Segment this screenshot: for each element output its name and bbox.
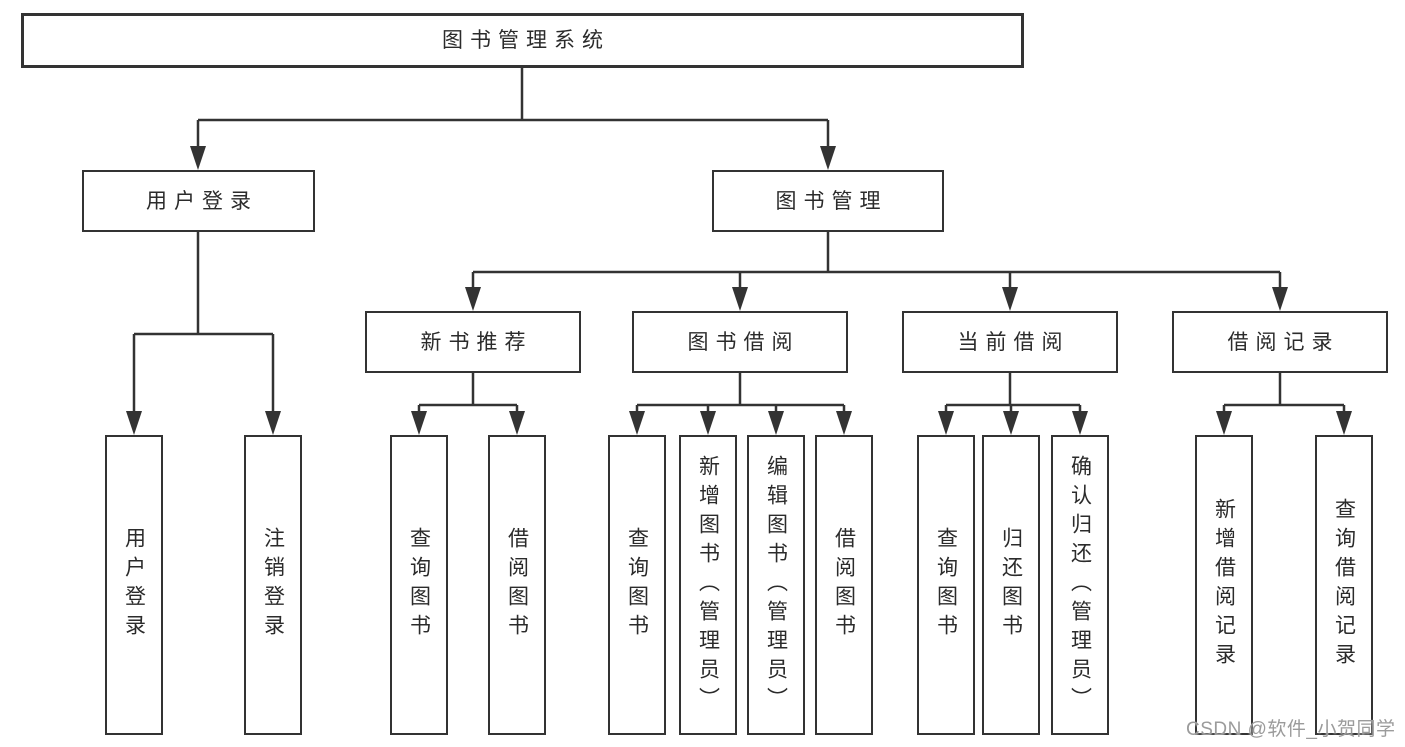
- leaf-current-confirm-return-admin: 确认归还（管理员）: [1051, 435, 1109, 735]
- node-new-book-recommend: 新书推荐: [365, 311, 581, 373]
- leaf-label: 查询图书: [625, 527, 649, 643]
- node-label: 借阅记录: [1227, 330, 1340, 354]
- csdn-watermark: CSDN @软件_小贺同学: [1186, 719, 1396, 740]
- leaf-label: 借阅图书: [505, 527, 529, 643]
- node-label: 图书管理: [775, 189, 888, 213]
- leaf-borrow-query-books: 查询图书: [608, 435, 666, 735]
- leaf-current-return-books: 归还图书: [982, 435, 1040, 735]
- leaf-label: 编辑图书（管理员）: [764, 454, 788, 716]
- node-user-login: 用户登录: [82, 170, 315, 232]
- leaf-label: 注销登录: [261, 527, 285, 643]
- node-library-system: 图书管理系统: [21, 13, 1024, 68]
- leaf-borrow-edit-books-admin: 编辑图书（管理员）: [747, 435, 805, 735]
- node-borrow-records: 借阅记录: [1172, 311, 1388, 373]
- node-book-management: 图书管理: [712, 170, 944, 232]
- leaf-borrow-borrow-books: 借阅图书: [815, 435, 873, 735]
- leaf-label: 新增图书（管理员）: [696, 454, 720, 716]
- leaf-label: 查询借阅记录: [1332, 498, 1356, 672]
- leaf-label: 确认归还（管理员）: [1068, 454, 1092, 716]
- node-label: 用户登录: [146, 189, 258, 213]
- leaf-label: 用户登录: [122, 527, 146, 643]
- node-label: 图书借阅: [687, 330, 800, 354]
- node-label: 图书管理系统: [442, 29, 610, 52]
- leaf-newbooks-borrow-books: 借阅图书: [488, 435, 546, 735]
- leaf-records-add-record: 新增借阅记录: [1195, 435, 1253, 735]
- node-current-borrow: 当前借阅: [902, 311, 1118, 373]
- leaf-label: 新增借阅记录: [1212, 498, 1236, 672]
- leaf-label: 查询图书: [407, 527, 431, 643]
- leaf-label: 借阅图书: [832, 527, 856, 643]
- node-book-borrow: 图书借阅: [632, 311, 848, 373]
- leaf-borrow-add-books-admin: 新增图书（管理员）: [679, 435, 737, 735]
- leaf-newbooks-query-books: 查询图书: [390, 435, 448, 735]
- leaf-logout: 注销登录: [244, 435, 302, 735]
- node-label: 新书推荐: [420, 330, 533, 354]
- leaf-records-query-record: 查询借阅记录: [1315, 435, 1373, 735]
- leaf-current-query-books: 查询图书: [917, 435, 975, 735]
- leaf-user-login: 用户登录: [105, 435, 163, 735]
- leaf-label: 查询图书: [934, 527, 958, 643]
- node-label: 当前借阅: [957, 330, 1070, 354]
- leaf-label: 归还图书: [999, 527, 1023, 643]
